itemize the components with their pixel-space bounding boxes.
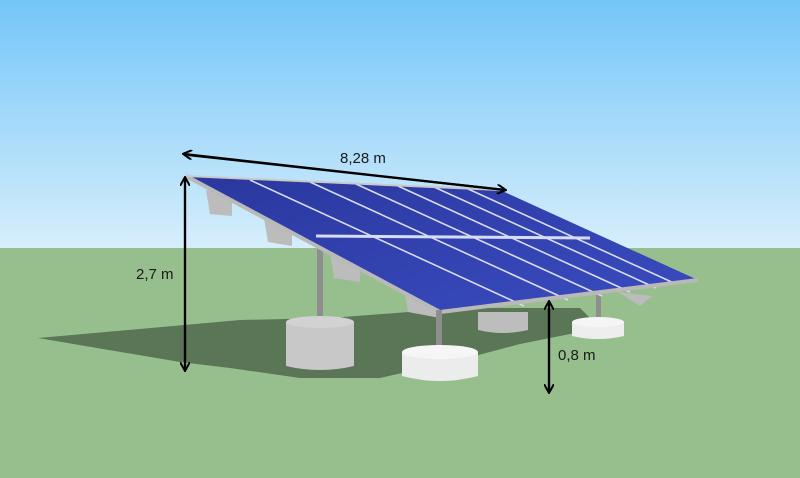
ballast-block-middle (478, 312, 528, 333)
width-dimension-arrow-tail (187, 153, 505, 190)
ballast-block-rear-left (286, 240, 354, 370)
ballast-block-rear-right (572, 292, 624, 339)
clearance-dimension-label: 0,8 m (558, 347, 596, 364)
height-dimension-label: 2,7 m (136, 266, 174, 283)
ballast-block-front (402, 310, 478, 381)
width-dimension-label: 8,28 m (340, 150, 386, 167)
